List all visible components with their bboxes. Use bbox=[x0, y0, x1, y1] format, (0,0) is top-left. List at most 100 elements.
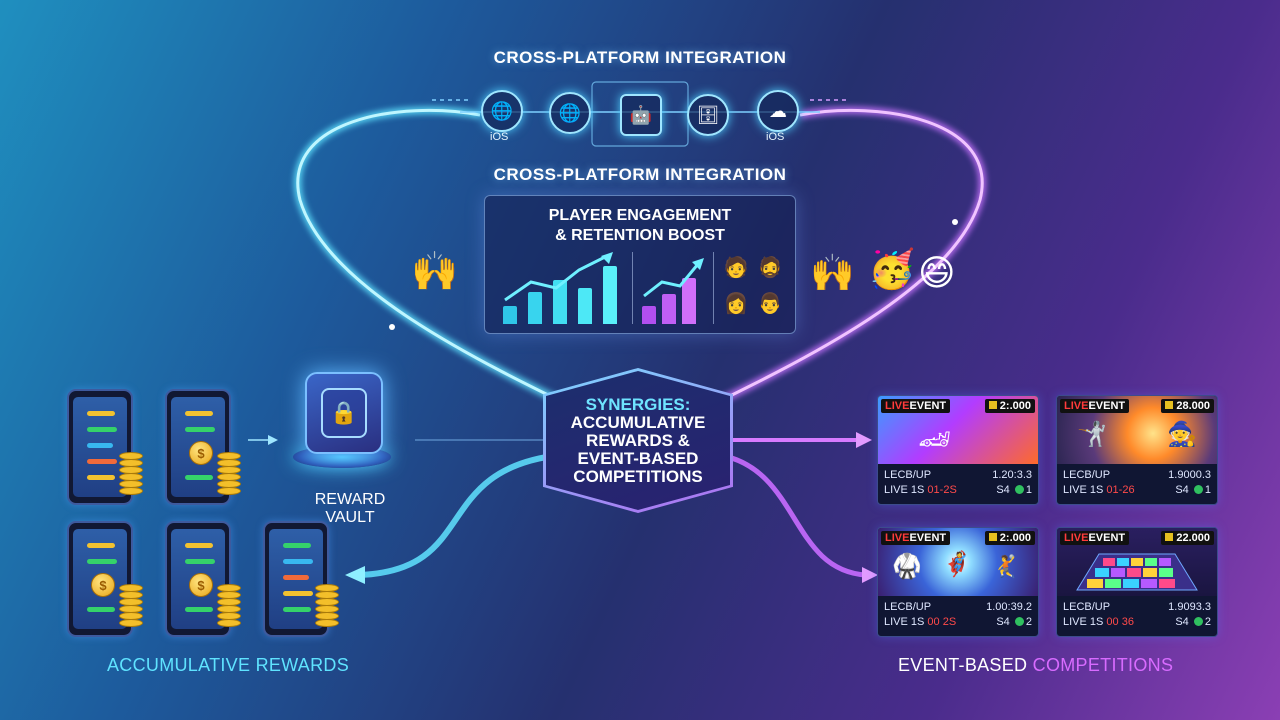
coin-stack-icon bbox=[217, 452, 241, 495]
player-avatar-icon: 👨 bbox=[757, 292, 783, 315]
cross-platform-title-top: CROSS-PLATFORM INTEGRATION bbox=[493, 48, 787, 67]
server-icon: 🗄 bbox=[696, 104, 720, 125]
player-avatar-icon: 👩 bbox=[723, 292, 749, 315]
cheering-player-icon: 🥳 bbox=[868, 249, 916, 291]
phone-screen bbox=[73, 397, 127, 497]
platform-node-2: 🌐 bbox=[549, 92, 591, 134]
fighter-icon: 🤾 bbox=[992, 554, 1020, 579]
synergies-line-2: ACCUMULATIVE bbox=[570, 412, 706, 432]
flow-to-events-bottom bbox=[719, 452, 867, 578]
globe-icon: 🌐 bbox=[558, 102, 582, 123]
loop-left-arc bbox=[296, 108, 641, 442]
arrow-to-events-bottom bbox=[862, 567, 878, 583]
growth-bar bbox=[578, 288, 592, 324]
cheering-player-icon: 🙌 bbox=[411, 251, 459, 293]
platform-label-1: iOS bbox=[490, 131, 509, 143]
reward-vault: 🔒 bbox=[305, 372, 383, 454]
phone-screen bbox=[269, 529, 323, 629]
platform-label-5: iOS bbox=[766, 131, 785, 143]
reward-vault-label-line2: VAULT bbox=[325, 509, 375, 526]
spark-left bbox=[389, 324, 395, 330]
arrow-to-rewards bbox=[345, 566, 365, 584]
prize-badge: 2:.000 bbox=[984, 531, 1035, 545]
cloud-icon: ☁ bbox=[769, 100, 787, 121]
flow-to-rewards bbox=[359, 452, 561, 578]
phones-to-vault-arrow bbox=[268, 435, 278, 445]
synergies-hexagon: SYNERGIES: ACCUMULATIVE REWARDS & EVENT-… bbox=[546, 371, 730, 510]
player-avatar-icon: 🧑 bbox=[723, 256, 749, 279]
event-based-word: EVENT-BASED bbox=[898, 655, 1028, 675]
growth-bar bbox=[642, 306, 656, 324]
platform-node-5: ☁ bbox=[757, 90, 799, 132]
reward-phone-1 bbox=[67, 389, 143, 505]
live-event-badge: LIVEEVENT bbox=[881, 399, 951, 413]
growth-bar bbox=[662, 294, 676, 324]
lock-icon: 🔒 bbox=[321, 388, 367, 438]
fighter-icon: 🥋 bbox=[892, 553, 922, 580]
arrow-to-events-top bbox=[856, 432, 872, 448]
reward-vault-label: REWARD VAULT bbox=[290, 491, 410, 527]
reward-vault-label-line1: REWARD bbox=[314, 491, 386, 508]
globe-icon: 🌐 bbox=[490, 100, 514, 121]
race-car-icon: 🏎 bbox=[918, 424, 952, 454]
live-event-badge: LIVEEVENT bbox=[1060, 531, 1130, 545]
synergies-line-4: EVENT-BASED bbox=[577, 448, 699, 468]
dollar-coin-icon: $ bbox=[91, 573, 115, 597]
synergies-line-5: COMPETITIONS bbox=[573, 466, 703, 486]
live-event-badge: LIVEEVENT bbox=[1060, 399, 1130, 413]
prize-badge: 22.000 bbox=[1161, 531, 1214, 545]
reward-phone-2: $ bbox=[165, 389, 241, 505]
fighter-icon: 🦸 bbox=[942, 551, 972, 578]
prize-badge: 28.000 bbox=[1161, 399, 1214, 413]
platform-node-4: 🗄 bbox=[687, 94, 729, 136]
coin-stack-icon bbox=[119, 452, 143, 495]
coin-stack-icon bbox=[217, 584, 241, 627]
platform-node-3: 🤖 bbox=[620, 94, 662, 136]
panel-divider bbox=[632, 252, 633, 324]
event-competitions-label: EVENT-BASED COMPETITIONS bbox=[898, 655, 1173, 676]
growth-bar bbox=[603, 266, 617, 324]
synergies-heading: SYNERGIES: bbox=[585, 394, 691, 414]
spark-right bbox=[952, 219, 958, 225]
reward-phone-4: $ bbox=[165, 521, 241, 637]
panel-divider bbox=[713, 252, 714, 324]
accumulative-rewards-label: ACCUMULATIVE REWARDS bbox=[107, 655, 350, 675]
coin-stack-icon bbox=[119, 584, 143, 627]
cross-platform-title-second: CROSS-PLATFORM INTEGRATION bbox=[493, 165, 787, 184]
growth-bar bbox=[528, 292, 542, 324]
fighter-icon: 🤺 bbox=[1077, 421, 1107, 448]
player-avatar-icon: 🧔 bbox=[757, 256, 783, 279]
competitions-word: COMPETITIONS bbox=[1032, 655, 1174, 675]
prize-badge: 2:.000 bbox=[984, 399, 1035, 413]
cheering-player-icon: 🙌 bbox=[810, 252, 855, 293]
growth-chart-2 bbox=[640, 256, 708, 324]
reward-phone-3: $ bbox=[67, 521, 143, 637]
loop-right-arc bbox=[639, 108, 984, 442]
coin-stack-icon bbox=[315, 584, 339, 627]
engagement-title-line1: PLAYER ENGAGEMENT bbox=[548, 207, 732, 224]
engagement-title: PLAYER ENGAGEMENT & RETENTION BOOST bbox=[485, 206, 795, 246]
live-event-badge: LIVEEVENT bbox=[881, 531, 951, 545]
growth-bar bbox=[553, 280, 567, 324]
fighter-icon: 🧙 bbox=[1167, 421, 1197, 448]
cheering-player-icon: 😄 bbox=[918, 252, 956, 293]
dollar-coin-icon: $ bbox=[189, 441, 213, 465]
growth-bar bbox=[682, 278, 696, 324]
trend-arrow-icon bbox=[643, 258, 704, 298]
engagement-title-line2: & RETENTION BOOST bbox=[555, 227, 725, 244]
dollar-coin-icon: $ bbox=[189, 573, 213, 597]
android-icon: 🤖 bbox=[629, 104, 653, 125]
engagement-panel: PLAYER ENGAGEMENT & RETENTION BOOST 🧑 🧔 … bbox=[484, 195, 796, 334]
growth-chart-1 bbox=[501, 252, 621, 324]
reward-phone-5 bbox=[263, 521, 339, 637]
puzzle-grid-icon bbox=[1076, 553, 1198, 591]
trend-arrow-icon bbox=[504, 252, 613, 302]
